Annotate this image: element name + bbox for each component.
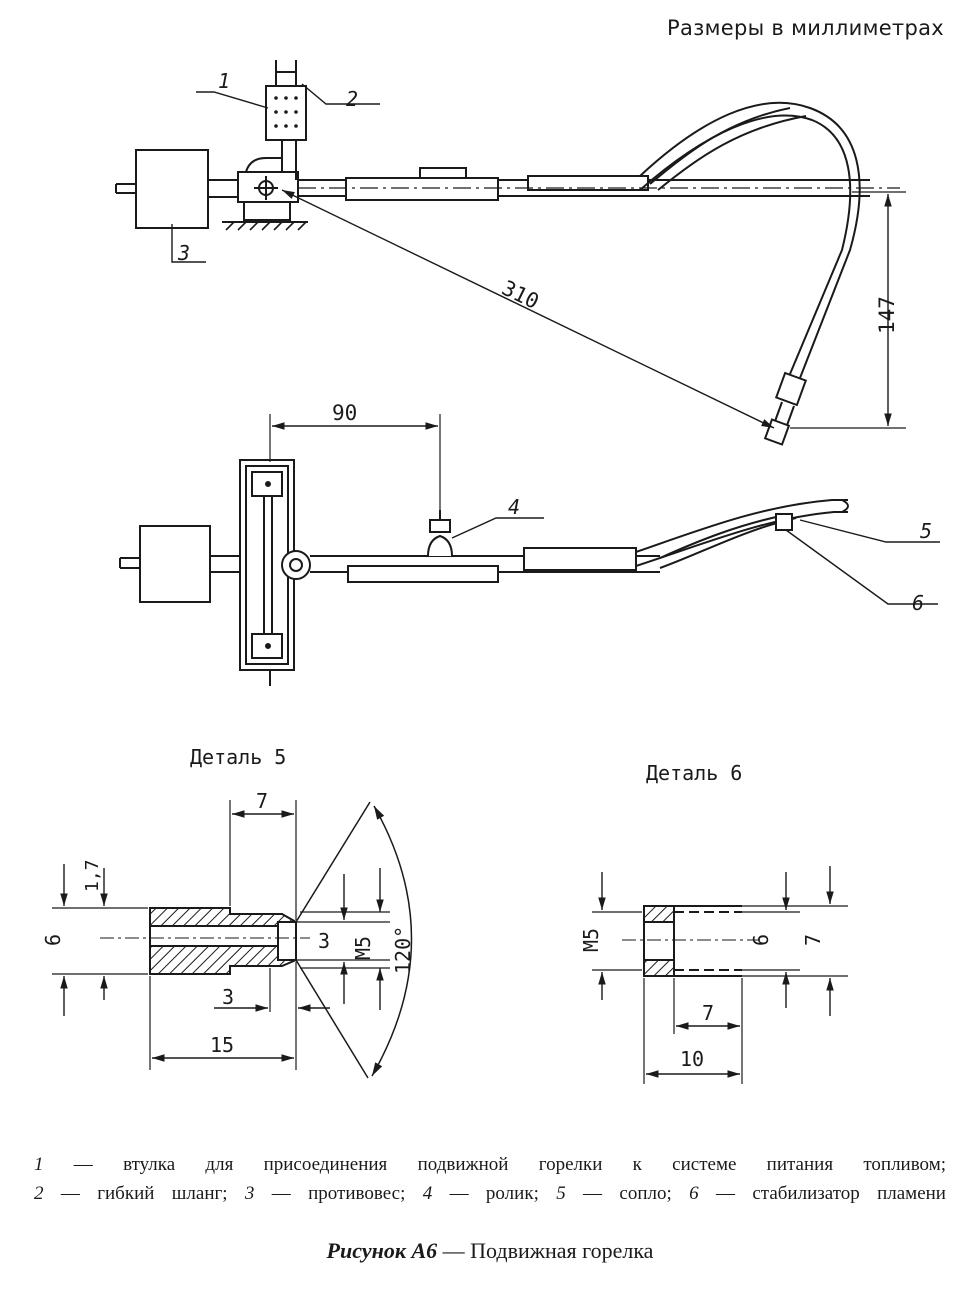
caption-text: — Подвижная горелка (437, 1238, 654, 1263)
dim-147: 147 (875, 296, 899, 334)
legend-num: 2 (34, 1183, 44, 1204)
figure-caption: Рисунок А6 — Подвижная горелка (0, 1238, 980, 1264)
d5-dim-6: 6 (41, 934, 65, 946)
d5-dim-120: 120° (391, 926, 415, 974)
units-note: Размеры в миллиметрах (666, 16, 944, 40)
label-1: 1 (218, 69, 230, 93)
detail-5 (52, 800, 413, 1079)
legend-num: 3 (244, 1183, 255, 1204)
d6-dim-7-vert: 7 (801, 934, 825, 946)
d5-dim-m5: M5 (351, 936, 375, 960)
legend-line-2: 2 — гибкий шланг; 3 — противовес; 4 — ро… (34, 1179, 946, 1208)
detail-6 (592, 866, 848, 1084)
d5-dim-3-vert: 3 (318, 929, 330, 953)
technical-drawing: 1 2 3 310 147 (41, 60, 940, 1084)
detail5-title: Деталь 5 (190, 745, 286, 769)
detail5-dims: 7 1,7 6 3 M5 120° 3 15 (41, 789, 415, 1057)
legend-text: — втулка для присоединения подвижной гор… (43, 1154, 946, 1175)
dim-310-line (281, 189, 775, 429)
top-view-labels: 90 4 5 6 (332, 401, 932, 615)
label-3: 3 (177, 241, 190, 265)
counterweight-top (139, 525, 211, 603)
detail6-dims: M5 6 7 7 10 (579, 928, 825, 1071)
d6-dim-7-horiz: 7 (702, 1001, 714, 1025)
d6-dim-6: 6 (749, 934, 773, 946)
legend-text: — ролик; (432, 1183, 557, 1204)
legend-num: 6 (689, 1183, 699, 1204)
d6-dim-m5: M5 (579, 928, 603, 952)
label-2: 2 (346, 87, 358, 111)
label-5: 5 (920, 519, 932, 543)
dim-90: 90 (332, 401, 357, 425)
legend-text: — гибкий шланг; (43, 1183, 245, 1204)
legend-num: 5 (556, 1183, 566, 1204)
legend-text: — противовес; (254, 1183, 423, 1204)
d5-dim-1-7: 1,7 (82, 859, 103, 892)
detail6-title: Деталь 6 (646, 761, 742, 785)
angle-120-arc (371, 805, 413, 1077)
d6-dim-10: 10 (680, 1047, 704, 1071)
top-view (119, 414, 940, 686)
legend-text: — стабилизатор пламени (698, 1183, 946, 1204)
d5-dim-3-horiz: 3 (222, 985, 234, 1009)
dim-310: 310 (498, 276, 543, 314)
legend-text: — сопло; (565, 1183, 690, 1204)
legend-num: 4 (422, 1183, 433, 1204)
legend-line-1: 1 — втулка для присоединения подвижной г… (34, 1150, 946, 1179)
counterweight (135, 149, 209, 229)
d5-dim-7: 7 (256, 789, 268, 813)
d5-dim-15: 15 (210, 1033, 234, 1057)
side-view (115, 60, 906, 446)
caption-prefix: Рисунок А6 (326, 1238, 438, 1263)
label-4: 4 (508, 495, 520, 519)
label-6: 6 (912, 591, 924, 615)
legend: 1 — втулка для присоединения подвижной г… (34, 1150, 946, 1208)
legend-num: 1 (34, 1154, 44, 1175)
